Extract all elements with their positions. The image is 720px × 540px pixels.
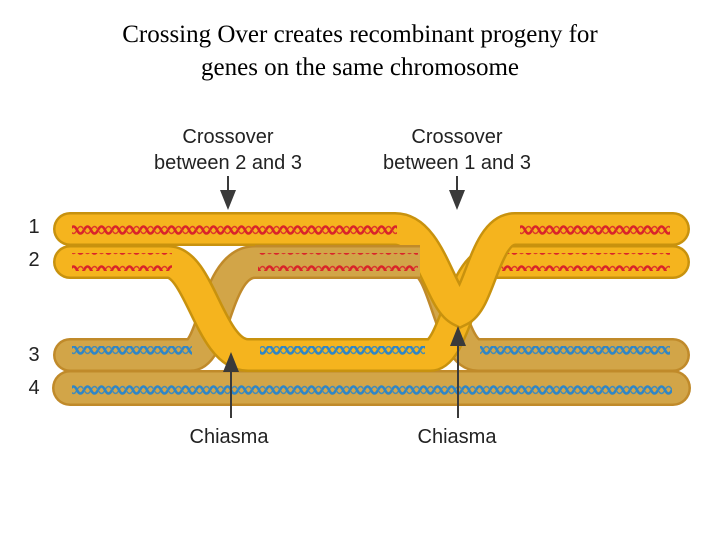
chiasma-right-label: Chiasma xyxy=(418,426,498,448)
chromatid-number-4: 4 xyxy=(28,377,39,399)
slide-title-line-1: Crossing Over creates recombinant progen… xyxy=(122,21,598,48)
crossover-left-line-2: between 2 and 3 xyxy=(154,152,302,174)
crossover-right-line-1: Crossover xyxy=(411,126,502,148)
chromatid-number-2: 2 xyxy=(28,249,39,271)
slide-title-line-2: genes on the same chromosome xyxy=(201,54,519,81)
chromatid-number-1: 1 xyxy=(28,216,39,238)
chromatid-4 xyxy=(52,370,691,406)
crossover-left-line-1: Crossover xyxy=(182,126,273,148)
chromatid-2-upper-mid xyxy=(255,245,420,279)
crossover-right-line-2: between 1 and 3 xyxy=(383,152,531,174)
chromatid-1 xyxy=(53,212,690,330)
chiasma-left-label: Chiasma xyxy=(190,426,270,448)
chromatid-number-3: 3 xyxy=(28,344,39,366)
slide-title: Crossing Over creates recombinant progen… xyxy=(0,18,720,84)
